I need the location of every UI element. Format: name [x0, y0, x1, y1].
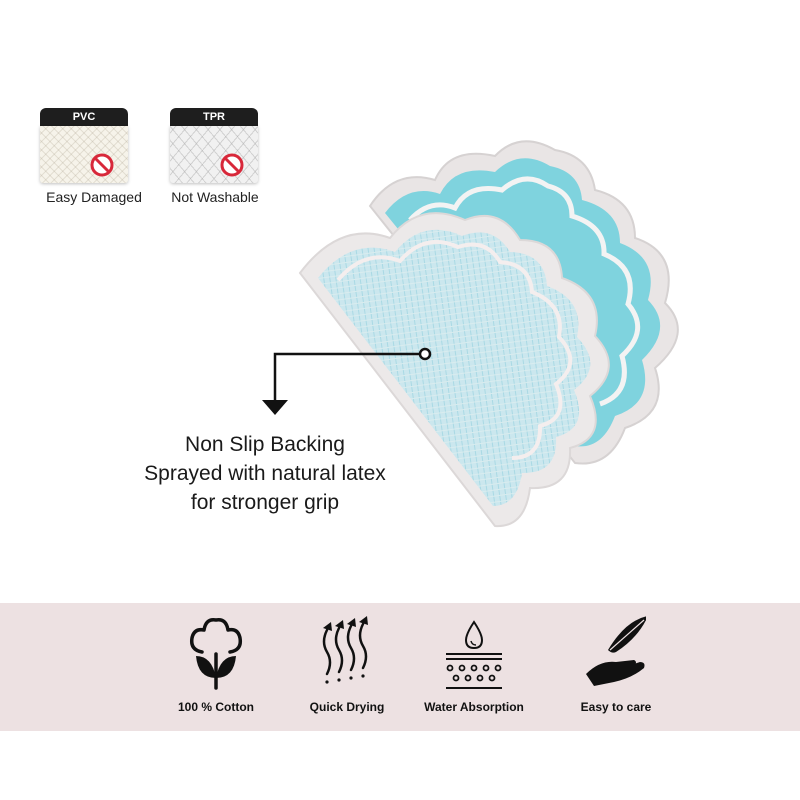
- prohibited-icon: [90, 153, 114, 177]
- feature-label-cotton: 100 % Cotton: [177, 700, 254, 714]
- pvc-badge: PVC: [40, 108, 128, 126]
- pvc-swatch: PVC: [40, 108, 128, 183]
- feature-label-easy-care: Easy to care: [580, 700, 652, 714]
- feature-band: [0, 603, 800, 731]
- tpr-texture: [170, 126, 258, 183]
- feature-easy-care: Easy to care: [541, 616, 691, 720]
- pvc-texture: [40, 126, 128, 183]
- pvc-caption: Easy Damaged: [46, 189, 142, 205]
- easy-care-hand-feather-icon: [586, 616, 646, 686]
- water-absorption-icon: [446, 620, 502, 689]
- tpr-caption: Not Washable: [171, 189, 259, 205]
- prohibited-icon: [220, 153, 244, 177]
- quick-drying-icon: [322, 616, 368, 684]
- feature-quick-drying: Quick Drying: [272, 616, 422, 720]
- feature-water-absorption: Water Absorption: [399, 616, 549, 720]
- callout-line-1: Non Slip Backing: [185, 433, 345, 456]
- callout-line-3: for stronger grip: [190, 491, 340, 514]
- tpr-badge: TPR: [170, 108, 258, 126]
- callout-line-2: Sprayed with natural latex: [144, 462, 386, 485]
- feature-label-quick-drying: Quick Drying: [309, 700, 385, 714]
- tpr-swatch: TPR: [170, 108, 258, 183]
- feature-label-water-absorption: Water Absorption: [424, 700, 524, 714]
- cotton-flower-icon: [189, 617, 243, 690]
- feature-cotton: 100 % Cotton: [141, 616, 291, 720]
- mop-pad-image: [298, 140, 679, 528]
